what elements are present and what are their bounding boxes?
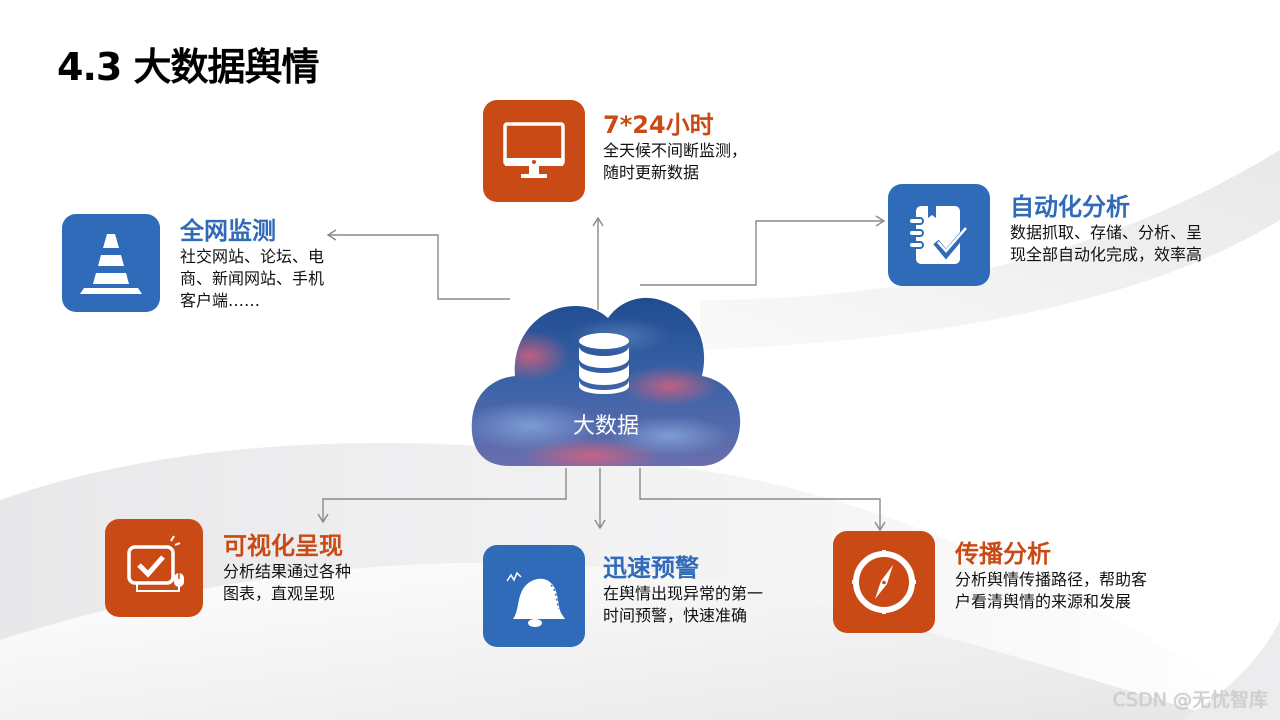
- node-desc-line: 在舆情出现异常的第一: [603, 584, 764, 603]
- node-title: 传播分析: [955, 540, 1051, 568]
- bell-icon: [506, 571, 565, 627]
- screen-check-icon: [127, 535, 184, 592]
- node-desc-line: 现全部自动化完成，效率高: [1010, 245, 1203, 264]
- node-desc-line: 分析舆情传播路径，帮助客: [955, 570, 1148, 589]
- cloud-label: 大数据: [572, 414, 639, 439]
- database-icon: [579, 333, 629, 394]
- node-desc-line: 数据抓取、存储、分析、呈: [1010, 223, 1203, 242]
- node-desc-line: 分析结果通过各种: [223, 562, 352, 581]
- node-title: 迅速预警: [603, 554, 699, 582]
- node-desc-line: 图表，直观呈现: [223, 584, 336, 603]
- traffic-cone-icon: [80, 234, 142, 294]
- node-desc-line: 随时更新数据: [603, 163, 700, 182]
- page-title: 4.3 大数据舆情: [57, 45, 320, 89]
- node-desc-line: 时间预警，快速准确: [603, 606, 748, 625]
- monitor-icon: [503, 122, 565, 178]
- node-title: 7*24小时: [603, 111, 714, 139]
- node-desc-line: 客户端……: [180, 291, 261, 310]
- node-desc-line: 商、新闻网站、手机: [180, 269, 325, 288]
- node-desc-line: 户看清舆情的来源和发展: [955, 592, 1132, 611]
- notebook-check-icon: [908, 206, 971, 264]
- node-title: 可视化呈现: [223, 532, 343, 560]
- big-data-cloud: 大数据: [470, 296, 742, 468]
- next-arrow-icon[interactable]: [1186, 646, 1226, 666]
- watermark: CSDN @无忧智库: [1112, 689, 1268, 711]
- node-title: 全网监测: [180, 217, 276, 245]
- node-desc-line: 社交网站、论坛、电: [180, 247, 325, 266]
- node-desc-line: 全天候不间断监测，: [603, 141, 748, 160]
- compass-icon: [852, 550, 916, 614]
- node-title: 自动化分析: [1010, 193, 1130, 221]
